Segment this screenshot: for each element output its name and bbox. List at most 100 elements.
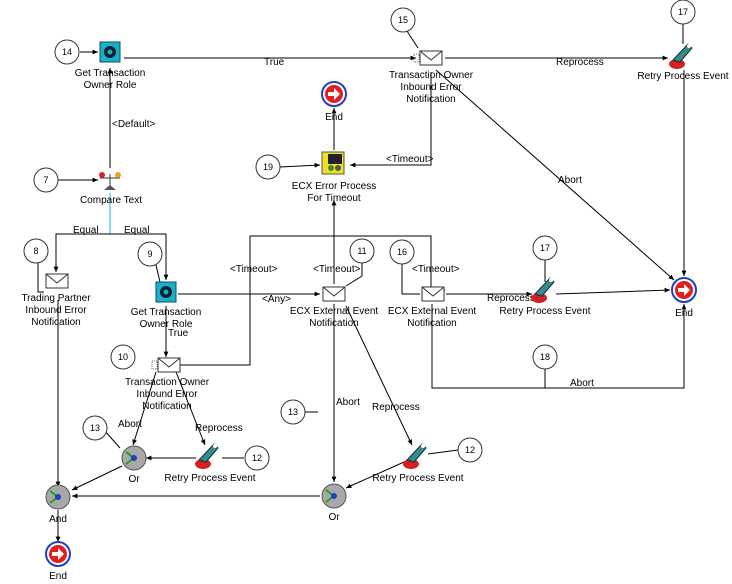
node-trading-partner-notification-8[interactable]: Trading Partner Inbound Error Notificati… xyxy=(21,273,91,328)
label-reprocess-top: Reprocess xyxy=(556,57,604,68)
svg-text:11: 11 xyxy=(357,246,366,256)
label-timeout-left: <Timeout> xyxy=(230,264,278,275)
label-timeout-mid: <Timeout> xyxy=(313,264,361,275)
node-retry-process-event-17-mid[interactable]: Retry Process Event xyxy=(499,277,591,317)
label-default: <Default> xyxy=(112,119,156,130)
badge-13-left: 13 xyxy=(82,415,108,441)
gear-icon xyxy=(160,286,172,298)
edge-retry17mid-end xyxy=(555,287,671,295)
edge-badge13-left xyxy=(103,429,121,449)
svg-text:19: 19 xyxy=(263,162,273,172)
edge-reprocess-right xyxy=(345,305,413,446)
node-and[interactable]: And xyxy=(45,484,71,525)
node-label-line: Retry Process Event xyxy=(372,473,463,484)
node-retry-process-event-17-top[interactable]: Retry Process Event xyxy=(637,43,729,82)
and-gate-icon xyxy=(45,484,71,510)
edges xyxy=(37,24,687,542)
label-reprocess-mid: Reprocess xyxy=(487,293,535,304)
node-ecx-error-process-timeout-19[interactable]: ECX Error Process For Timeout xyxy=(292,151,376,204)
node-or-left[interactable]: Or xyxy=(121,445,147,485)
node-retry-process-event-12-right[interactable]: Retry Process Event xyxy=(372,443,464,484)
label-true-9: True xyxy=(168,328,189,339)
node-get-transaction-owner-role-14[interactable]: Get Transaction Owner Role xyxy=(75,41,146,91)
end-stop-icon xyxy=(671,277,697,303)
edge-abort-18 xyxy=(431,304,687,389)
label-equal-left: Equal xyxy=(73,225,99,236)
node-retry-process-event-12-left[interactable]: Retry Process Event xyxy=(164,443,256,484)
badge-15: 15 xyxy=(390,7,416,33)
node-label-line: Notification xyxy=(142,401,191,412)
edge-timeout-19 xyxy=(350,72,432,168)
node-end-bottom[interactable]: End xyxy=(45,541,71,582)
node-end-top[interactable]: End xyxy=(321,81,347,123)
svg-text:12: 12 xyxy=(465,445,475,455)
node-label-line: ECX External Event xyxy=(388,306,477,317)
gear-icon xyxy=(104,46,116,58)
svg-text:14: 14 xyxy=(62,47,72,57)
svg-text:13: 13 xyxy=(288,407,298,417)
scale-icon xyxy=(99,172,121,190)
label-timeout-right: <Timeout> xyxy=(412,264,460,275)
node-label-line: Notification xyxy=(407,318,456,329)
svg-text:12: 12 xyxy=(252,453,262,463)
edge-badge19 xyxy=(279,162,321,168)
badge-17-top: 17 xyxy=(670,0,696,25)
retry-hand-icon xyxy=(403,443,427,469)
node-label-line: End xyxy=(49,571,67,582)
node-ecx-external-event-notification-11[interactable]: ECX External Event Notification xyxy=(290,286,379,329)
edge-orleft-and xyxy=(71,465,123,491)
badge-7: 7 xyxy=(33,167,59,193)
node-label-line: Inbound Error xyxy=(400,82,462,93)
node-label-line: Get Transaction xyxy=(75,68,146,79)
node-label-line: End xyxy=(325,112,343,123)
svg-text:17: 17 xyxy=(678,7,688,17)
node-get-transaction-owner-role-9[interactable]: Get Transaction Owner Role xyxy=(131,281,202,330)
edge-equal-right xyxy=(110,233,169,280)
label-timeout-19: <Timeout> xyxy=(386,154,434,165)
node-label-line: Owner Role xyxy=(84,80,137,91)
svg-text:16: 16 xyxy=(397,247,407,257)
node-label-line: Transaction Owner xyxy=(389,70,474,81)
label-abort-18: Abort xyxy=(570,378,594,389)
envelope-icon xyxy=(413,50,443,66)
edge-badge8 xyxy=(37,262,44,293)
svg-text:13: 13 xyxy=(90,423,100,433)
node-label-line: Retry Process Event xyxy=(499,306,590,317)
retry-hand-icon xyxy=(195,443,219,469)
node-label-line: Inbound Error xyxy=(25,305,87,316)
badge-16: 16 xyxy=(389,239,415,265)
envelope-icon xyxy=(151,357,181,373)
node-ecx-external-event-notification-16[interactable]: ECX External Event Notification xyxy=(388,286,477,329)
node-or-right[interactable]: Or xyxy=(321,483,347,523)
badges: 14 15 17 19 7 8 9 11 16 17 18 10 13 12 1… xyxy=(23,0,696,471)
node-transaction-owner-notification-15[interactable]: Transaction Owner Inbound Error Notifica… xyxy=(389,50,474,105)
node-label-line: Retry Process Event xyxy=(637,71,728,82)
node-label-line: Owner Role xyxy=(140,319,193,330)
label-equal-right: Equal xyxy=(124,225,150,236)
edge-badge11 xyxy=(345,262,363,287)
node-label-line: End xyxy=(675,308,693,319)
envelope-icon xyxy=(421,286,445,302)
node-label-line: ECX Error Process xyxy=(292,181,376,192)
edge-badge12-right xyxy=(427,449,459,455)
badge-13-right: 13 xyxy=(280,399,306,425)
node-compare-text-7[interactable]: Compare Text xyxy=(80,172,142,206)
badge-12-left: 12 xyxy=(244,445,270,471)
edge-abort-diag xyxy=(435,69,675,281)
label-abort-diag: Abort xyxy=(558,175,582,186)
node-label-line: Or xyxy=(128,474,140,485)
edge-abort-left xyxy=(132,371,157,446)
svg-text:18: 18 xyxy=(540,352,550,362)
process-icon xyxy=(321,151,345,175)
badge-10: 10 xyxy=(110,344,136,370)
badge-12-right: 12 xyxy=(457,437,483,463)
retry-hand-icon xyxy=(531,277,555,303)
svg-text:17: 17 xyxy=(540,243,550,253)
node-label-line: ECX External Event xyxy=(290,306,379,317)
envelope-icon xyxy=(322,286,346,302)
node-end-right[interactable]: End xyxy=(671,277,697,319)
edge-badge9 xyxy=(155,264,161,283)
retry-hand-icon xyxy=(669,43,693,69)
node-transaction-owner-notification-10[interactable]: Transaction Owner Inbound Error Notifica… xyxy=(125,357,210,412)
